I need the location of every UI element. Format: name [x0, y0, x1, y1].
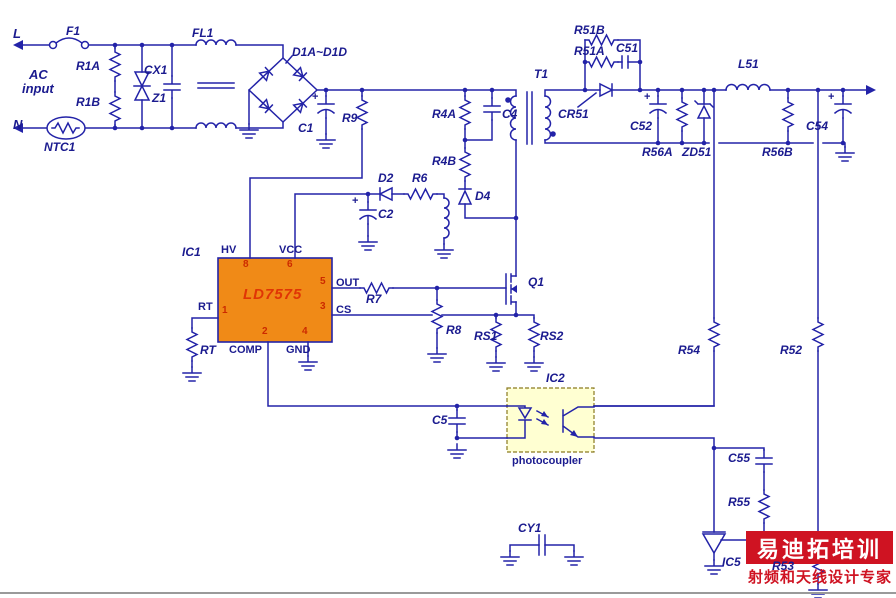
cap-c51-symbol	[621, 55, 629, 69]
wires-ac-input	[22, 44, 284, 129]
diode-cr51-symbol	[599, 82, 614, 98]
ground-symbols	[182, 123, 855, 598]
res-r55-symbol	[758, 489, 770, 524]
ic5-tl431-symbol	[701, 531, 727, 555]
mosfet-q1-arrow	[511, 285, 517, 293]
cap-c52-symbol	[649, 95, 667, 119]
wires-vcc-aux	[294, 193, 445, 259]
cap-c2-symbol	[359, 201, 377, 225]
output-arrow	[866, 85, 876, 95]
cap-c4-symbol	[483, 97, 501, 121]
res-r54-symbol	[708, 317, 720, 352]
res-r1b-symbol	[109, 91, 121, 126]
wires-feedback	[267, 341, 819, 585]
res-r4a-symbol	[459, 95, 471, 130]
diode-d2-symbol	[378, 186, 393, 202]
cap-c55-symbol	[755, 449, 773, 473]
cap-c1-symbol	[317, 95, 335, 119]
res-r51b-symbol	[584, 34, 619, 46]
label-pointer-lines	[284, 54, 598, 109]
res-rs1-symbol	[490, 317, 502, 352]
zener-zd51-symbol	[693, 99, 715, 119]
res-r7-symbol	[359, 282, 394, 294]
res-rs2-symbol	[528, 317, 540, 352]
res-r9-symbol	[356, 95, 368, 130]
res-r1a-symbol	[109, 47, 121, 82]
wires-bridge-bulk	[247, 56, 517, 259]
fuse-f1-terminal	[48, 40, 58, 50]
tvs-z1-symbol	[133, 71, 151, 101]
res-r56a-symbol	[676, 97, 688, 132]
res-r8-symbol	[431, 299, 443, 334]
transformer-phase-dot	[505, 97, 511, 103]
transformer-phase-dot	[550, 131, 556, 137]
page-bottom-rule	[0, 592, 896, 594]
ic2-internals	[506, 405, 595, 439]
fuse-f1-terminal	[80, 40, 90, 50]
coils-and-transformer	[195, 39, 771, 239]
res-r4b-symbol	[459, 147, 471, 182]
cap-cx1-symbol	[163, 75, 181, 99]
res-r52-symbol	[812, 317, 824, 352]
res-r6-symbol	[403, 188, 438, 200]
fuse-f1-symbol	[54, 37, 84, 45]
terminal-n-arrow	[13, 123, 23, 133]
terminal-l-arrow	[13, 40, 23, 50]
res-r56b-symbol	[782, 97, 794, 132]
ntc1-element	[51, 121, 80, 135]
diode-d4-symbol	[457, 188, 473, 205]
cap-c54-symbol	[834, 95, 852, 119]
watermark-subtitle: 射频和天线设计专家	[747, 569, 892, 586]
junction-dots	[112, 42, 846, 543]
wires-secondary	[515, 39, 869, 541]
watermark-title: 易迪拓培训	[756, 536, 882, 562]
watermark-logo: 易迪拓培训	[746, 531, 893, 564]
res-r51a-symbol	[584, 56, 619, 68]
cap-c5-symbol	[448, 409, 466, 433]
res-rt-symbol	[186, 327, 198, 362]
ic1-body	[217, 257, 333, 343]
cap-cy1-symbol	[538, 534, 546, 556]
